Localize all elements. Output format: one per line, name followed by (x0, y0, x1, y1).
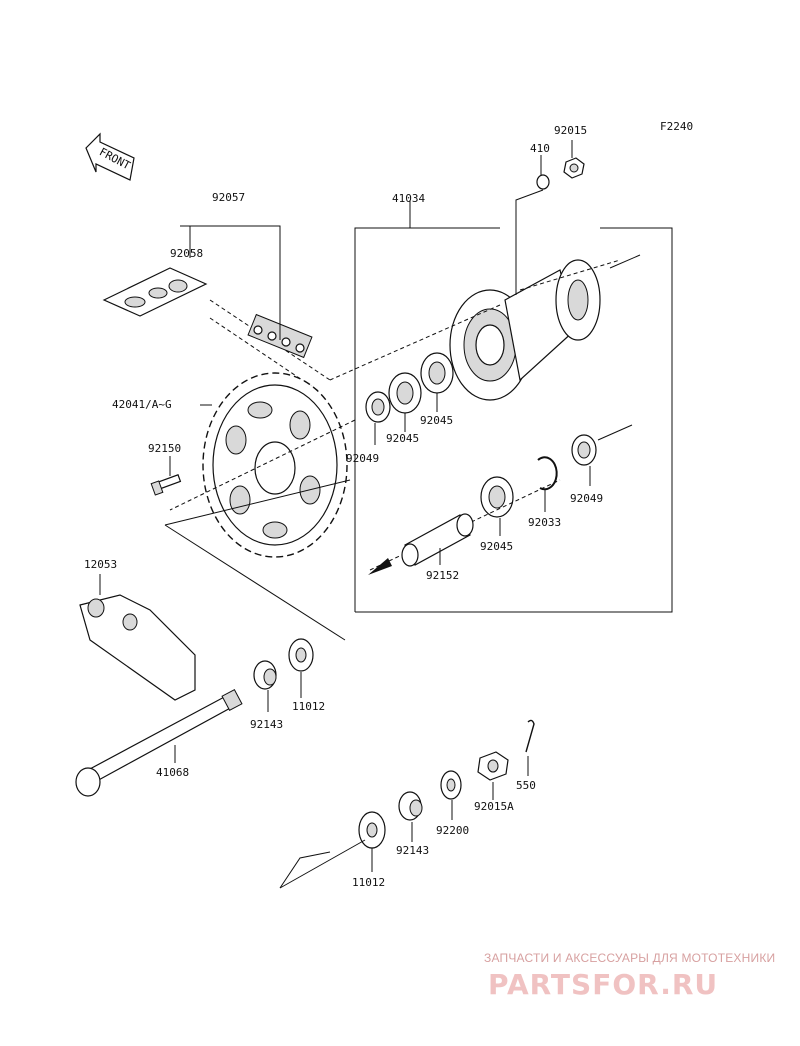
seal-left (288, 638, 314, 672)
circlip (537, 456, 558, 491)
master-link (102, 267, 208, 317)
bearing-lower (480, 476, 514, 518)
label-410: 410 (530, 142, 550, 155)
label-92049-right: 92049 (570, 492, 603, 505)
label-92033: 92033 (528, 516, 561, 529)
label-42041: 42041/A~G (112, 398, 172, 411)
label-92057: 92057 (212, 191, 245, 204)
label-92152: 92152 (426, 569, 459, 582)
label-550: 550 (516, 779, 536, 792)
label-92200: 92200 (436, 824, 469, 837)
rear-hub (449, 259, 601, 401)
watermark-tagline: ЗАПЧАСТИ И АКСЕССУАРЫ ДЛЯ МОТОТЕХНИКИ (484, 951, 775, 965)
washer-92200 (440, 770, 462, 800)
label-92143-lower: 92143 (396, 844, 429, 857)
rear-axle (75, 688, 243, 797)
label-92049-left: 92049 (346, 452, 379, 465)
oil-seal-left (365, 391, 391, 423)
label-92150: 92150 (148, 442, 181, 455)
collar-left (253, 660, 277, 690)
label-92015: 92015 (554, 124, 587, 137)
label-11012-lower: 11012 (352, 876, 385, 889)
hub-nut (563, 157, 585, 179)
axle-nut (477, 751, 509, 781)
diagram-code: F2240 (660, 120, 693, 133)
front-arrow-icon: FRONT (85, 132, 135, 181)
label-92045-lower: 92045 (480, 540, 513, 553)
bearing-upper-1 (420, 352, 454, 394)
oil-seal-right (571, 434, 597, 466)
seal-right (358, 811, 386, 849)
hub-washer (536, 174, 550, 190)
cotter-pin (525, 719, 535, 753)
rear-sprocket (202, 372, 348, 558)
chain-guide (79, 594, 196, 701)
bearing-upper-2 (388, 372, 422, 414)
label-92058: 92058 (170, 247, 203, 260)
label-92045-upper-1: 92045 (420, 414, 453, 427)
hub-spacer (401, 513, 474, 567)
sprocket-bolt (150, 474, 182, 496)
collar-right (398, 791, 423, 821)
label-92143-upper: 92143 (250, 718, 283, 731)
watermark-brand: PARTSFOR.RU (488, 968, 718, 1001)
label-41068: 41068 (156, 766, 189, 779)
label-41034: 41034 (392, 192, 425, 205)
label-12053: 12053 (84, 558, 117, 571)
label-92015a: 92015A (474, 800, 514, 813)
label-11012-upper: 11012 (292, 700, 325, 713)
label-92045-upper-2: 92045 (386, 432, 419, 445)
